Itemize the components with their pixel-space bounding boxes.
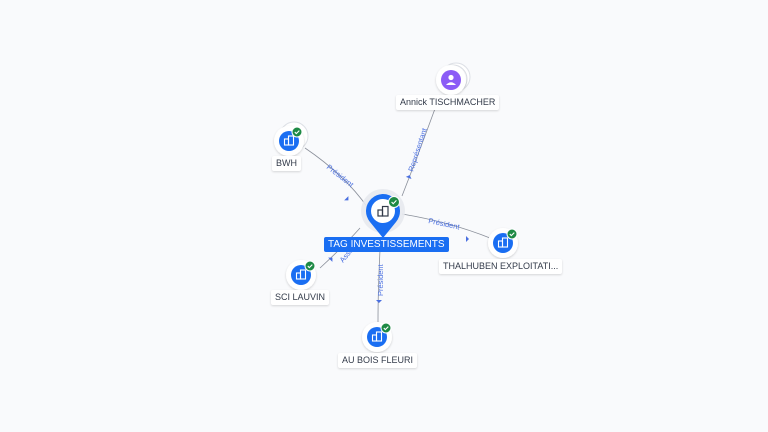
arrow-thalhuben [466,236,469,242]
label-annick-tischmacher[interactable]: Annick TISCHMACHER [396,95,500,110]
arrow-annick [405,175,412,179]
edge-center-to-thalhuben[interactable] [401,213,491,239]
edge-label-thalhuben: Président [428,216,462,232]
verified-check-icon [388,196,400,208]
company-icon [371,331,383,342]
edge-center-to-au-bois-fleuri[interactable] [377,249,381,323]
company-icon [283,135,295,146]
label-tag-investissements[interactable]: TAG INVESTISSEMENTS [324,237,449,252]
person-icon [446,74,456,85]
label-au-bois-fleuri[interactable]: AU BOIS FLEURI [338,353,418,368]
node-bwh[interactable] [274,121,309,156]
arrow-au-bois-fleuri [376,300,382,303]
arrow-bwh [344,196,349,201]
edge-arrows [328,175,469,303]
label-sci-lauvin[interactable]: SCI LAUVIN [271,290,330,305]
company-icon [295,269,307,280]
node-au-bois-fleuri[interactable] [362,322,392,352]
edge-label-annick: Représentant [406,126,429,172]
node-thalhuben[interactable] [488,228,518,258]
edge-label-au-bois-fleuri: Président [376,263,385,296]
edge-label-bwh: Président [325,162,356,189]
company-icon [377,205,389,217]
node-tag-investissements[interactable] [361,189,405,238]
verified-check-icon [291,126,303,138]
verified-check-icon [304,260,316,272]
label-bwh[interactable]: BWH [272,156,301,171]
verified-check-icon [380,322,392,334]
node-sci-lauvin[interactable] [286,260,316,290]
verified-check-icon [506,228,518,240]
node-annick-tischmacher[interactable] [436,62,471,95]
company-icon [497,237,509,248]
label-thalhuben[interactable]: THALHUBEN EXPLOITATI... [439,259,563,274]
arrow-sci-lauvin [328,257,333,262]
